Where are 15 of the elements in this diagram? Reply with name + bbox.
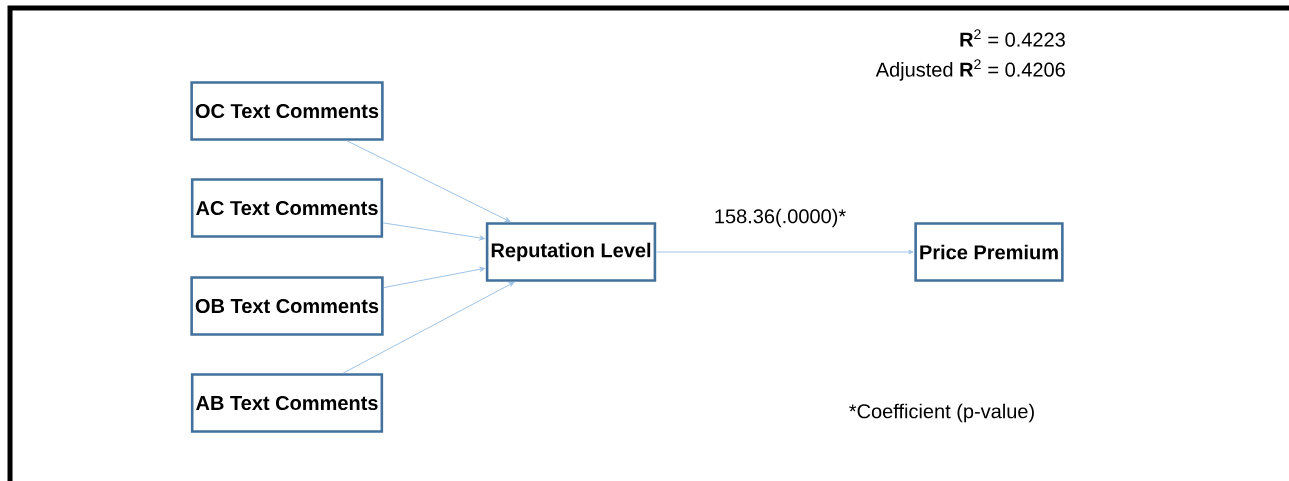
arrow — [383, 266, 486, 289]
annotation-text: Adjusted R$^{2}$ = 0.4206 — [875, 59, 1065, 81]
arrow — [342, 281, 515, 374]
arrow — [346, 140, 511, 223]
process-box: AC Text Comments — [190, 178, 384, 238]
arrow — [382, 222, 486, 241]
edge-label: 158.36(.0000)* — [711, 206, 849, 230]
annotation-text: R$^{2}$ = 0.4223 — [960, 29, 1065, 47]
process-box: OB Text Comments — [190, 276, 384, 336]
arrow — [655, 249, 914, 255]
process-box: AB Text Comments — [190, 373, 384, 433]
process-box: Reputation Level — [485, 222, 657, 282]
process-box: Price Premium — [914, 222, 1064, 282]
annotation-text: *Coefficient (p-value) — [849, 403, 1034, 423]
process-box: OC Text Comments — [190, 81, 384, 141]
